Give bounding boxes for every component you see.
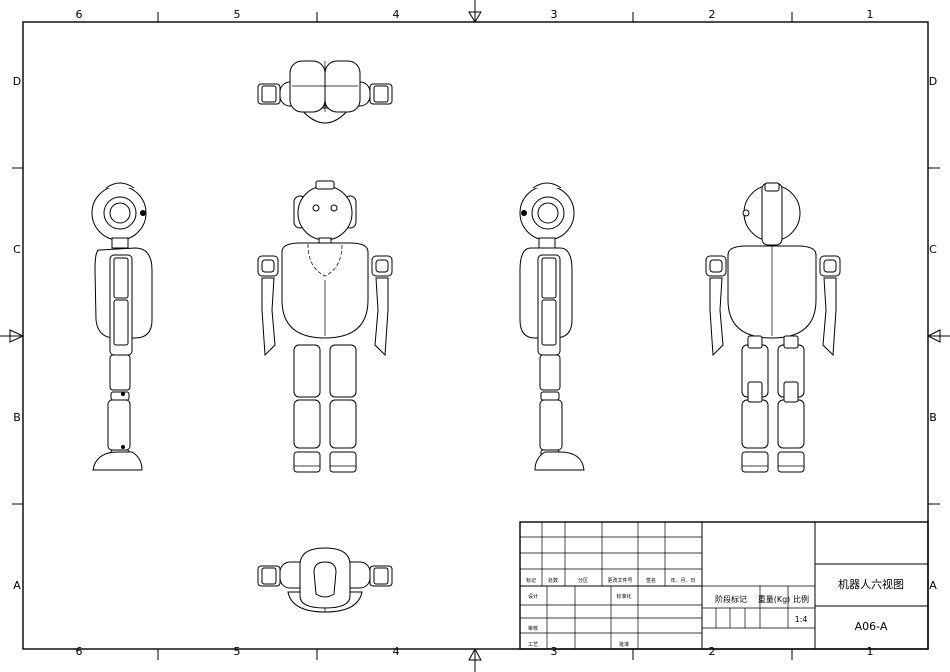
zone-col-1-top: 1 <box>867 8 874 21</box>
zone-row-b-right: B <box>929 411 937 424</box>
zone-col-2-bottom: 2 <box>709 645 716 658</box>
zone-row-labels-right: D C B A <box>929 75 937 592</box>
zone-row-labels-left: D C B A <box>13 75 21 592</box>
rev-header-mark: 标记 <box>526 577 536 584</box>
zone-row-a-right: A <box>929 579 937 592</box>
rev-header-count: 处数 <box>548 577 558 584</box>
rev-header-signature: 签名 <box>646 577 656 584</box>
zone-col-4-bottom: 4 <box>393 645 400 658</box>
approval-label: 批准 <box>619 641 629 648</box>
zone-col-4-top: 4 <box>393 8 400 21</box>
zone-col-2-top: 2 <box>709 8 716 21</box>
designer-label: 设计 <box>528 593 538 600</box>
process-label: 工艺 <box>528 642 538 648</box>
top-view <box>257 60 393 124</box>
zone-col-6-top: 6 <box>76 8 83 21</box>
standardization-label: 标准化 <box>616 593 631 600</box>
drawing-number: A06-A <box>855 620 888 633</box>
zone-row-d-left: D <box>13 75 21 88</box>
zone-row-a-left: A <box>13 579 21 592</box>
drawing-title: 机器人六视图 <box>838 577 904 591</box>
stage-weight-scale: 阶段标记 重量(Kg) 比例 1:4 <box>715 594 809 624</box>
rev-header-zone: 分区 <box>578 577 588 584</box>
scale-label: 比例 <box>793 594 809 604</box>
signature-labels: 设计 标准化 审核 工艺 批准 <box>528 593 632 648</box>
zone-col-5-top: 5 <box>234 8 241 21</box>
zone-row-d-right: D <box>929 75 937 88</box>
zone-row-c-left: C <box>13 243 21 256</box>
bottom-view <box>257 547 393 613</box>
front-view <box>257 180 393 473</box>
zone-col-6-bottom: 6 <box>76 645 83 658</box>
zone-col-3-bottom: 3 <box>551 645 558 658</box>
zone-column-labels-bottom: 6 5 4 3 2 1 <box>76 645 874 658</box>
checker-label: 审核 <box>528 625 538 632</box>
zone-row-b-left: B <box>13 411 21 424</box>
zone-col-3-top: 3 <box>551 8 558 21</box>
weight-label: 重量(Kg) <box>758 594 791 604</box>
rev-header-date: 年、月、日 <box>670 577 695 584</box>
right-side-view <box>519 182 585 471</box>
zone-row-c-right: C <box>929 243 937 256</box>
left-side-view <box>91 182 153 471</box>
zone-col-5-bottom: 5 <box>234 645 241 658</box>
title-block <box>519 521 929 650</box>
rev-header-change-doc: 更改文件号 <box>607 577 632 584</box>
zone-ticks <box>12 12 940 660</box>
stage-mark-label: 阶段标记 <box>715 594 747 604</box>
rear-view <box>705 182 841 473</box>
scale-value: 1:4 <box>795 615 808 624</box>
zone-col-1-bottom: 1 <box>867 645 874 658</box>
zone-column-labels-top: 6 5 4 3 2 1 <box>76 8 874 21</box>
revision-headers: 标记 处数 分区 更改文件号 签名 年、月、日 <box>526 577 696 584</box>
